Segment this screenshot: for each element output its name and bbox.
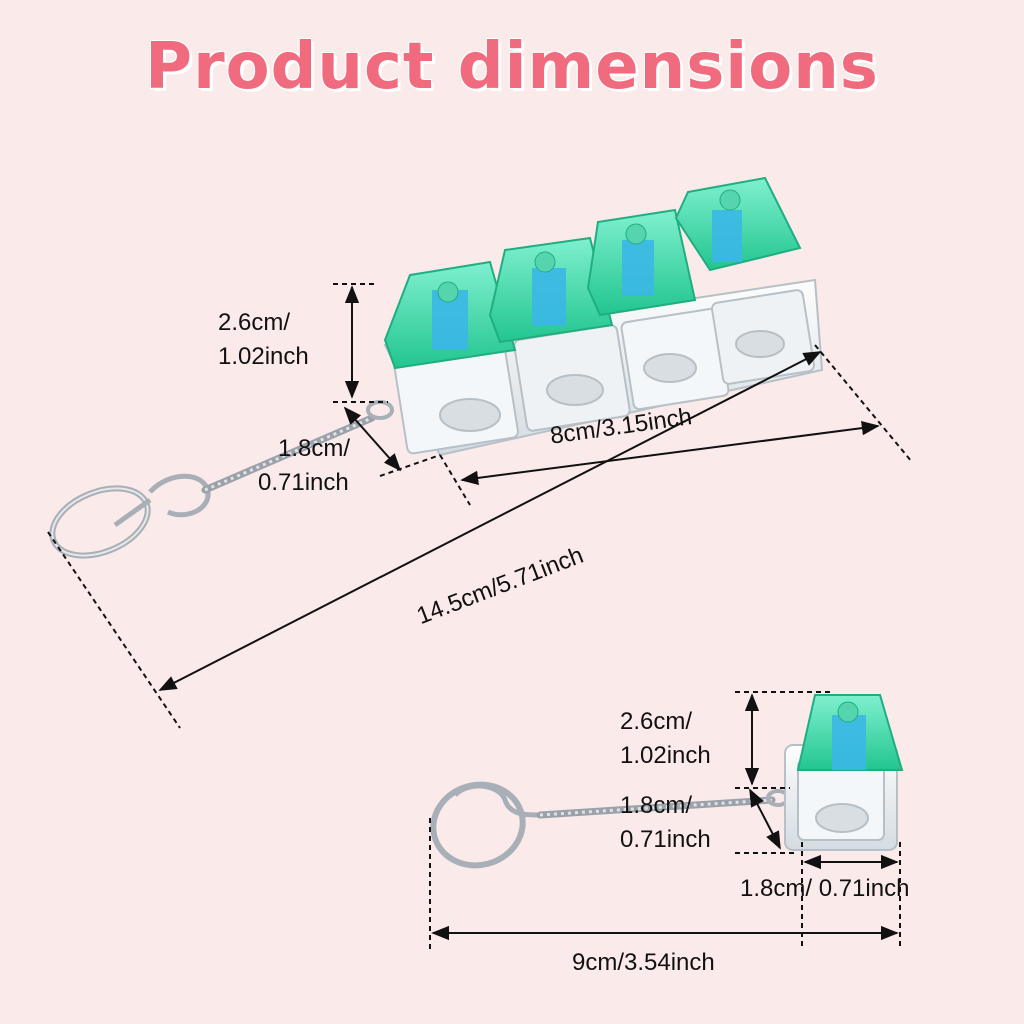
small-depth-label-line1: 1.8cm/ (620, 792, 693, 819)
snap-hook-icon (113, 473, 211, 528)
small-width-label: 1.8cm/ 0.71inch (740, 875, 910, 902)
small-depth-label: 1.8cm/ 0.71inch (620, 789, 711, 857)
large-width-label-line1: 1.8cm/ (278, 435, 351, 462)
snap-hook-icon (453, 783, 541, 818)
keychain-ring-icon (49, 485, 151, 559)
keycap-icon (674, 176, 802, 272)
large-keychain (49, 176, 824, 559)
page-title: Product dimensions (145, 30, 879, 104)
small-height-label-line1: 2.6cm/ (620, 708, 693, 735)
small-dimension-lines (429, 691, 901, 950)
small-switch-base (784, 744, 898, 851)
large-height-label-line2: 1.02inch (218, 343, 309, 370)
keycap-icon (383, 260, 517, 370)
keychain-ring-icon (430, 781, 526, 869)
large-height-label: 2.6cm/ 1.02inch (218, 306, 309, 374)
large-width-label-line2: 0.71inch (258, 469, 349, 496)
keycap-icon (488, 236, 614, 344)
large-dimension-lines (47, 283, 913, 729)
keycap-icon (586, 208, 697, 317)
large-width-label: 1.8cm/ 0.71inch (258, 432, 350, 500)
keycap-icon (796, 694, 904, 771)
small-depth-label-line2: 0.71inch (620, 826, 711, 853)
small-keychain (430, 694, 904, 869)
small-height-label: 2.6cm/ 1.02inch (620, 705, 711, 773)
small-height-label-line2: 1.02inch (620, 742, 711, 769)
small-total-length-label: 9cm/3.54inch (572, 949, 715, 976)
large-height-label-line1: 2.6cm/ (218, 309, 291, 336)
